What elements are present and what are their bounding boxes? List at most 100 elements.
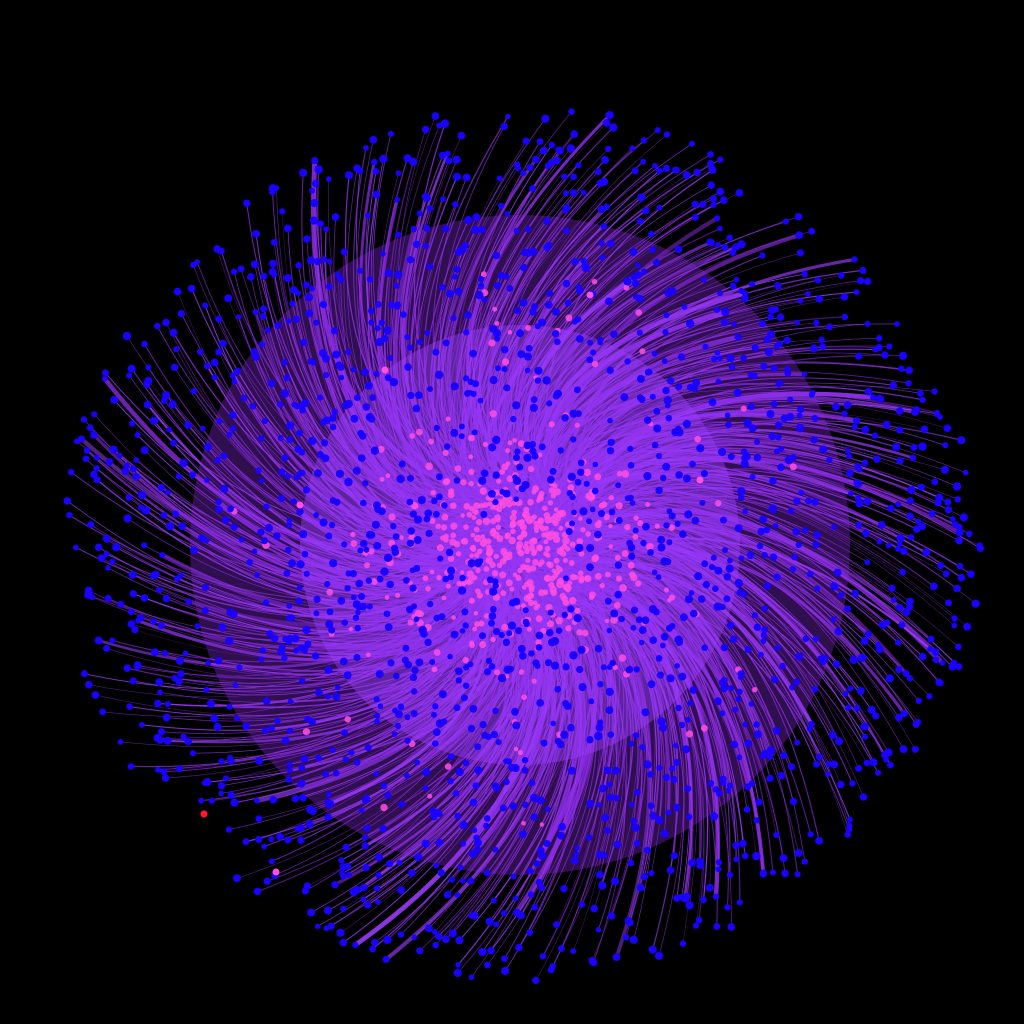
core-node — [507, 329, 513, 335]
peripheral-node — [334, 684, 341, 691]
core-node — [485, 556, 493, 565]
peripheral-node — [736, 899, 743, 906]
peripheral-node — [812, 635, 819, 643]
peripheral-node — [539, 146, 548, 155]
peripheral-node — [431, 497, 438, 505]
peripheral-node — [420, 630, 428, 638]
peripheral-node — [522, 618, 530, 626]
peripheral-node — [610, 877, 620, 886]
peripheral-node — [395, 231, 402, 238]
peripheral-node — [598, 880, 605, 887]
peripheral-node — [462, 622, 469, 629]
peripheral-node — [459, 878, 466, 884]
peripheral-node — [645, 368, 653, 376]
core-node — [430, 490, 437, 496]
peripheral-node — [711, 355, 718, 363]
peripheral-node — [417, 496, 426, 505]
peripheral-node — [507, 665, 514, 673]
peripheral-node — [478, 226, 486, 234]
core-node — [488, 339, 496, 347]
peripheral-node — [218, 623, 227, 632]
peripheral-node — [254, 572, 260, 578]
peripheral-node — [589, 506, 596, 513]
peripheral-node — [367, 531, 376, 539]
peripheral-node — [965, 530, 973, 538]
peripheral-node — [356, 167, 364, 174]
peripheral-node — [247, 273, 255, 281]
peripheral-node — [859, 793, 868, 801]
core-node — [380, 803, 388, 812]
peripheral-node — [109, 558, 116, 565]
peripheral-node — [784, 369, 792, 377]
peripheral-node — [259, 647, 266, 654]
peripheral-node — [447, 653, 453, 660]
peripheral-node — [83, 447, 91, 455]
peripheral-node — [887, 504, 895, 513]
peripheral-node — [769, 553, 778, 561]
peripheral-node — [313, 595, 321, 604]
peripheral-node — [773, 573, 781, 581]
peripheral-node — [161, 650, 168, 657]
peripheral-node — [85, 680, 93, 689]
peripheral-node — [495, 739, 502, 746]
peripheral-node — [143, 400, 152, 409]
peripheral-node — [357, 547, 364, 554]
peripheral-node — [693, 168, 701, 177]
core-node — [485, 538, 492, 545]
peripheral-node — [257, 528, 265, 536]
peripheral-node — [770, 364, 778, 372]
peripheral-node — [524, 367, 531, 374]
peripheral-node — [673, 759, 681, 766]
peripheral-node — [280, 389, 289, 398]
peripheral-node — [571, 509, 577, 516]
peripheral-node — [99, 708, 106, 716]
peripheral-node — [127, 364, 136, 373]
peripheral-node — [876, 394, 883, 402]
peripheral-node — [967, 570, 975, 578]
peripheral-node — [708, 398, 717, 407]
peripheral-node — [804, 290, 811, 297]
peripheral-node — [411, 603, 417, 610]
peripheral-node — [635, 616, 643, 624]
peripheral-node — [302, 486, 311, 494]
peripheral-node — [920, 425, 929, 434]
peripheral-node — [255, 836, 263, 844]
peripheral-node — [744, 783, 752, 791]
peripheral-node — [521, 480, 530, 490]
core-node — [578, 575, 585, 582]
peripheral-node — [549, 963, 556, 970]
peripheral-node — [407, 391, 415, 400]
peripheral-node — [542, 376, 551, 385]
peripheral-node — [427, 600, 434, 608]
core-node — [504, 532, 511, 539]
peripheral-node — [746, 551, 755, 560]
peripheral-node — [501, 966, 510, 976]
core-node — [544, 545, 551, 552]
peripheral-node — [128, 570, 137, 579]
peripheral-node — [560, 730, 569, 739]
peripheral-node — [560, 884, 568, 893]
peripheral-node — [391, 544, 398, 552]
peripheral-node — [521, 767, 529, 774]
peripheral-node — [467, 378, 474, 385]
peripheral-node — [666, 866, 675, 875]
peripheral-node — [453, 477, 461, 484]
peripheral-node — [815, 836, 824, 845]
peripheral-node — [384, 269, 393, 278]
peripheral-node — [556, 740, 565, 749]
peripheral-node — [489, 587, 498, 596]
peripheral-node — [844, 605, 852, 613]
peripheral-node — [455, 767, 464, 777]
graph-edge — [387, 161, 490, 494]
peripheral-node — [599, 784, 607, 793]
peripheral-node — [258, 341, 266, 348]
peripheral-node — [628, 801, 635, 808]
peripheral-node — [393, 282, 400, 289]
peripheral-node — [855, 352, 863, 360]
peripheral-node — [332, 769, 340, 777]
peripheral-node — [461, 608, 469, 616]
core-node — [547, 500, 554, 506]
peripheral-node — [116, 452, 123, 459]
peripheral-node — [932, 656, 940, 664]
core-node — [510, 528, 516, 535]
